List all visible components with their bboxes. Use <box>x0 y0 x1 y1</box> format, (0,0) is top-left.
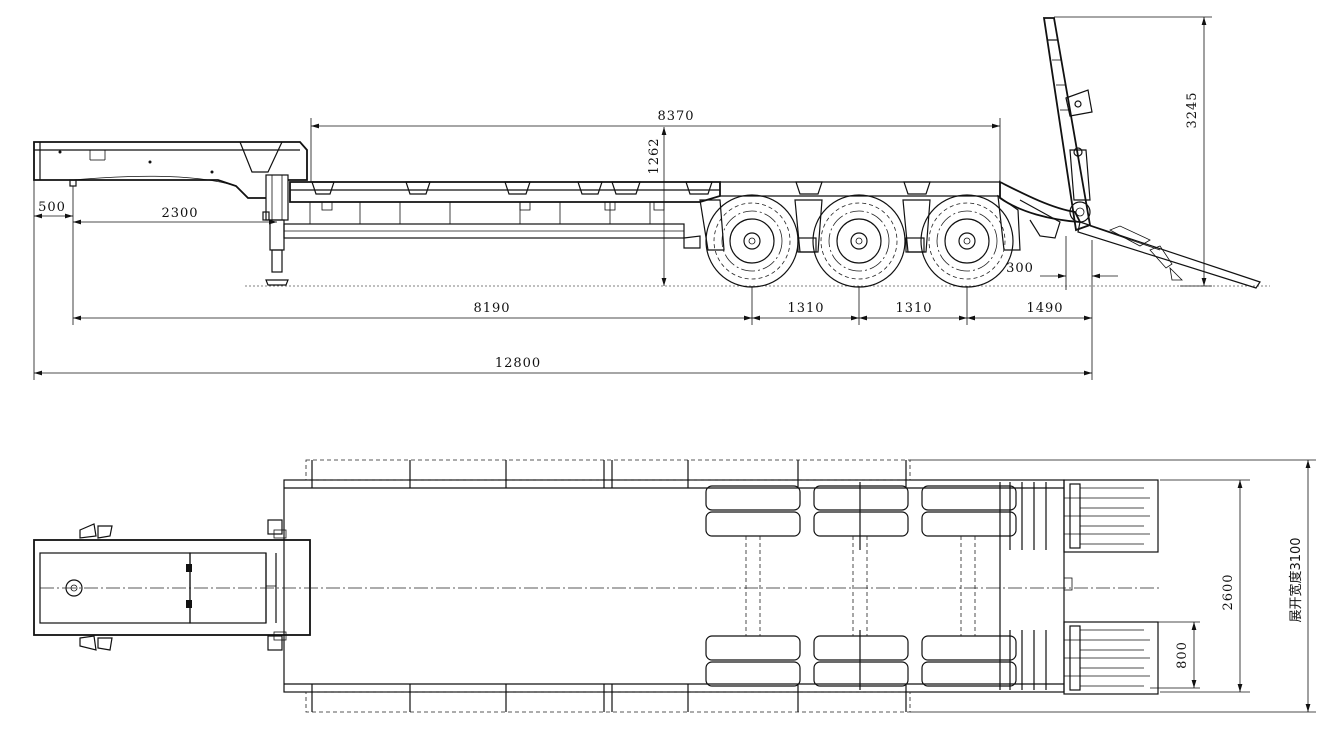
dim-label-deck-height: 1262 <box>647 137 662 174</box>
dim-label-ramp-overhang: 300 <box>1006 261 1034 276</box>
dim-front-overhang: 500 <box>33 180 74 380</box>
dim-label-kingpin-to-axle: 8190 <box>473 301 510 316</box>
wheels-plan <box>705 482 1047 690</box>
wheel <box>920 194 1014 288</box>
dim-label-rear-overhang: 1490 <box>1026 301 1063 316</box>
main-frame <box>283 181 1000 249</box>
dim-extended-width: 展开宽度3100 <box>910 459 1316 713</box>
gooseneck <box>33 141 308 199</box>
dim-ramp-overhang: 300 <box>1006 236 1118 380</box>
gooseneck-plan <box>33 519 311 651</box>
dim-label-axle-spacing-1: 1310 <box>787 301 824 316</box>
wheel <box>705 194 799 288</box>
dim-label-body-width: 2600 <box>1221 573 1236 610</box>
dim-label-kingpin-offset: 2300 <box>161 206 198 221</box>
dim-overall-length: 12800 <box>34 356 1092 376</box>
dim-label-overall-length: 12800 <box>495 356 541 371</box>
raised-ramp <box>1042 17 1093 232</box>
dim-deck-height: 1262 <box>647 127 667 286</box>
dim-label-front-overhang: 500 <box>38 200 66 215</box>
dim-body-width: 2600 <box>1160 479 1250 693</box>
axle-group <box>699 194 1021 288</box>
dim-deck-length: 8370 <box>310 109 1001 182</box>
top-view: 2600 800 展开宽度3100 <box>33 459 1316 713</box>
dim-ramp-width: 800 <box>1150 621 1200 689</box>
dim-kingpin-offset: 2300 <box>73 206 277 225</box>
dim-label-extended-width: 展开宽度3100 <box>1288 537 1304 622</box>
dim-axle-row: 8190 1310 1310 1490 <box>73 286 1092 325</box>
ramps-plan <box>1063 479 1159 695</box>
deck-plan <box>40 459 1160 713</box>
lowered-ramp <box>1077 221 1261 289</box>
wheel <box>812 194 906 288</box>
dim-label-deck-length: 8370 <box>657 109 694 124</box>
dim-ramp-height: 3245 <box>1054 16 1212 287</box>
dim-label-ramp-height: 3245 <box>1185 91 1200 128</box>
dim-label-axle-spacing-2: 1310 <box>895 301 932 316</box>
side-view: 8370 1262 3245 500 2300 <box>33 16 1270 380</box>
dim-label-ramp-width: 800 <box>1175 641 1190 669</box>
